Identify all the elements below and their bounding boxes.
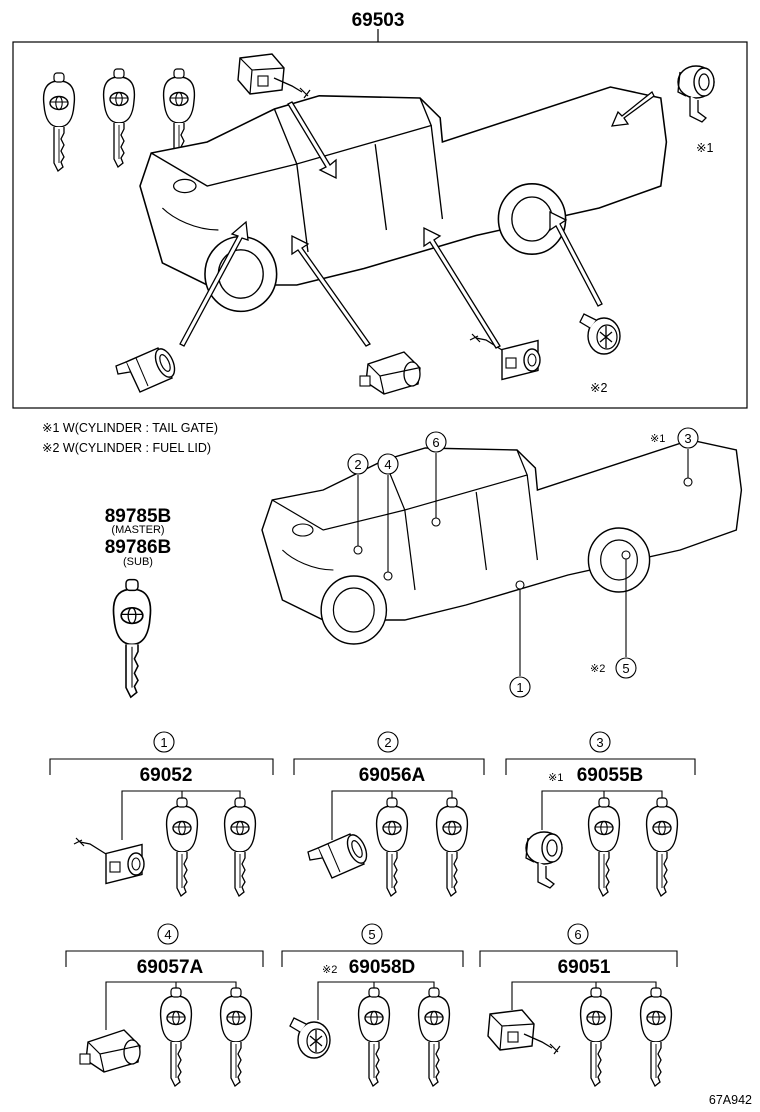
callout-label-4: 4: [384, 457, 391, 472]
sub-key-part-number: 89786B: [105, 537, 172, 558]
group-5-part-number: 69058D: [349, 957, 416, 978]
callout-label-2: 2: [354, 457, 361, 472]
callout-label-6: 6: [432, 435, 439, 450]
callout-leaders: [357, 449, 689, 676]
top-mark-2: ※2: [590, 381, 607, 395]
group-5-index: 5: [368, 927, 375, 942]
group-5-prefix: ※2: [322, 964, 337, 976]
group-4-part-number: 69057A: [137, 957, 204, 978]
top-mark-1: ※1: [696, 141, 713, 155]
group-6-index: 6: [574, 927, 581, 942]
note-fuel-lid: ※2 W(CYLINDER : FUEL LID): [42, 441, 211, 455]
group-2-index: 2: [384, 735, 391, 750]
group-6: 6 69051: [479, 923, 678, 1087]
top-key-1: [42, 72, 76, 172]
group-6-part-number: 69051: [558, 957, 611, 978]
group-3-part-number: 69055B: [577, 765, 644, 786]
group-1-part-number: 69052: [140, 765, 193, 786]
callout-label-1: 1: [516, 680, 523, 695]
group-3: 3 ※1 69055B: [505, 731, 696, 897]
top-part-number: 69503: [352, 10, 405, 31]
top-door-lock: [469, 333, 541, 381]
master-key-part-number: 89785B: [105, 506, 172, 527]
master-key-label: (MASTER): [111, 524, 164, 536]
middle-mark-2: ※2: [590, 663, 605, 675]
group-1-index: 1: [160, 735, 167, 750]
group-5: 5 ※2 69058D: [281, 923, 464, 1087]
figure-code: 67A942: [709, 1093, 752, 1107]
group-1: 1 69052: [49, 731, 274, 897]
top-ignition-cylinder: [115, 345, 180, 393]
callout-label-5: 5: [622, 661, 629, 676]
callout-circles: [347, 427, 699, 698]
group-4: 4 69057A: [65, 923, 264, 1087]
group-2: 2 69056A: [293, 731, 485, 897]
group-3-index: 3: [596, 735, 603, 750]
top-key-2: [102, 68, 136, 168]
master-key-illustration: [112, 578, 152, 699]
top-back-lock: [359, 351, 421, 395]
group-3-prefix: ※1: [548, 772, 563, 784]
sub-key-label: (SUB): [123, 556, 153, 568]
middle-mark-1: ※1: [650, 433, 665, 445]
top-hood-lock: [237, 53, 311, 99]
group-2-part-number: 69056A: [359, 765, 426, 786]
group-4-index: 4: [164, 927, 171, 942]
top-assembly-frame: [12, 41, 748, 409]
callout-label-3: 3: [684, 431, 691, 446]
top-arrows: [179, 90, 655, 349]
note-tail-gate: ※1 W(CYLINDER : TAIL GATE): [42, 421, 218, 435]
top-fuel-cylinder: [579, 313, 621, 355]
middle-truck-illustration: [261, 439, 743, 645]
top-tailgate-cylinder: [677, 65, 715, 123]
